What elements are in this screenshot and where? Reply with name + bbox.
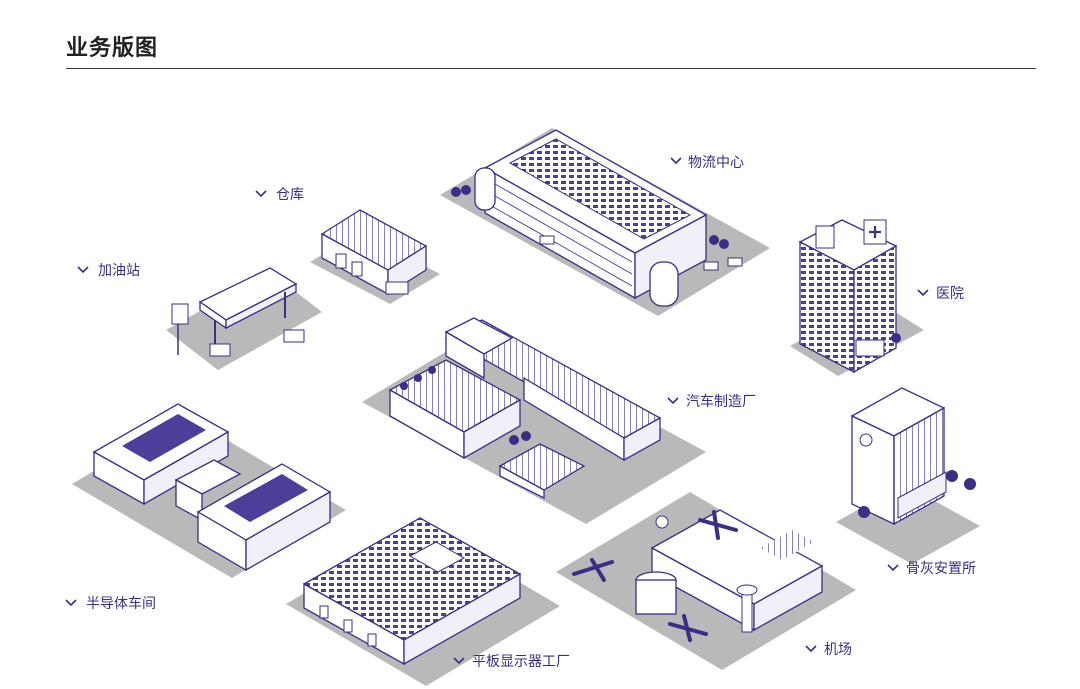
- chevron-down-icon: [917, 289, 929, 297]
- label-display-factory[interactable]: 平板显示器工厂: [453, 654, 570, 670]
- label-auto-factory-text: 汽车制造厂: [686, 393, 756, 410]
- page-title: 业务版图: [66, 36, 159, 61]
- label-gas-station-text: 加油站: [98, 263, 140, 279]
- chevron-down-icon: [805, 645, 817, 653]
- chevron-down-icon: [667, 397, 679, 405]
- chevron-down-icon: [670, 157, 682, 165]
- label-warehouse-text: 仓库: [276, 187, 304, 203]
- label-airport-text: 机场: [824, 642, 852, 658]
- building-logistics[interactable]: [440, 128, 770, 316]
- building-hospital[interactable]: [790, 219, 924, 376]
- building-airport[interactable]: [556, 492, 856, 670]
- chevron-down-icon: [255, 190, 267, 198]
- chevron-down-icon: [65, 599, 77, 607]
- label-warehouse[interactable]: 仓库: [255, 187, 304, 203]
- label-columbarium[interactable]: 骨灰安置所: [887, 561, 976, 577]
- label-semiconductor[interactable]: 半导体车间: [65, 595, 156, 612]
- chevron-down-icon: [453, 657, 465, 665]
- chevron-down-icon: [77, 266, 89, 274]
- building-display-factory[interactable]: [286, 517, 560, 686]
- label-airport[interactable]: 机场: [805, 642, 852, 658]
- building-warehouse[interactable]: [310, 209, 440, 304]
- label-logistics-text: 物流中心: [688, 155, 744, 171]
- building-auto-factory[interactable]: [362, 317, 706, 524]
- label-semiconductor-text: 半导体车间: [86, 595, 156, 612]
- label-auto-factory[interactable]: 汽车制造厂: [667, 393, 756, 410]
- label-hospital[interactable]: 医院: [917, 286, 964, 302]
- building-gas-station[interactable]: [166, 267, 322, 370]
- building-semiconductor[interactable]: [72, 403, 346, 578]
- label-columbarium-text: 骨灰安置所: [906, 561, 976, 577]
- label-display-factory-text: 平板显示器工厂: [472, 654, 570, 670]
- label-gas-station[interactable]: 加油站: [77, 263, 140, 279]
- building-columbarium[interactable]: [836, 387, 980, 564]
- label-hospital-text: 医院: [936, 286, 964, 302]
- chevron-down-icon: [887, 564, 899, 572]
- label-logistics[interactable]: 物流中心: [670, 155, 744, 171]
- page-header: 业务版图: [66, 0, 1036, 69]
